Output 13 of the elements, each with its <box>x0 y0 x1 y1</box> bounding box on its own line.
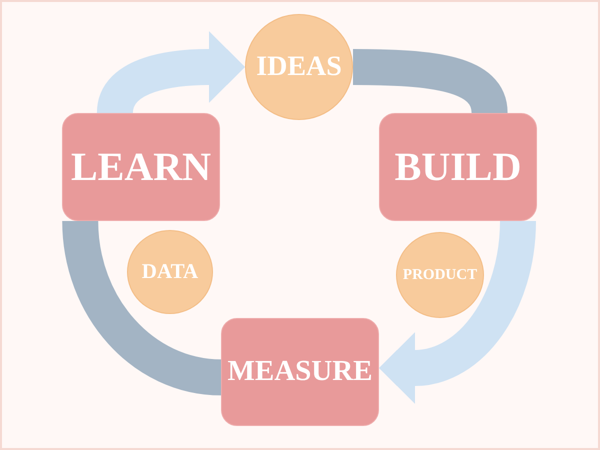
process-box <box>221 318 379 426</box>
node-label: PRODUCT <box>402 266 478 284</box>
curved-arrow <box>97 31 245 116</box>
node-label: IDEAS <box>256 52 342 82</box>
node-label: LEARN <box>70 145 212 189</box>
node-label: BUILD <box>394 145 522 189</box>
node-label: MEASURE <box>227 356 372 388</box>
node-label: DATA <box>142 260 198 284</box>
curved-connector <box>352 49 508 116</box>
process-box <box>62 113 220 221</box>
curved-arrow <box>379 220 536 404</box>
curved-connector <box>62 220 222 396</box>
process-box <box>379 113 537 221</box>
